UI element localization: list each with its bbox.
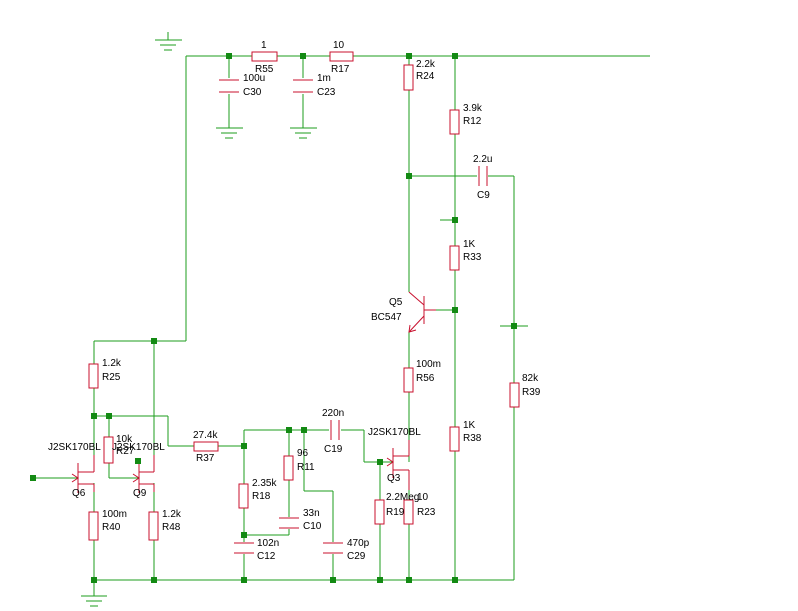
- r27-value: 10k: [116, 434, 133, 445]
- c12-id: C12: [257, 551, 276, 562]
- r56-id: R56: [416, 373, 435, 384]
- r24-id: R24: [416, 71, 435, 82]
- c30-id: C30: [243, 87, 262, 98]
- r37-value: 27.4k: [193, 430, 218, 441]
- q6-model: J2SK170BL: [48, 442, 101, 453]
- r12-id: R12: [463, 116, 482, 127]
- capacitor-c29: [323, 542, 343, 554]
- resistor-r12: [449, 109, 460, 135]
- resistor-r17: [329, 51, 354, 62]
- c23-value: 1m: [317, 73, 331, 84]
- r24-value: 2.2k: [416, 59, 436, 70]
- r48-value: 1.2k: [162, 509, 182, 520]
- r39-id: R39: [522, 387, 541, 398]
- resistors: [88, 51, 520, 541]
- resistor-r24: [403, 64, 414, 91]
- r25-id: R25: [102, 372, 121, 383]
- c10-value: 33n: [303, 508, 320, 519]
- resistor-r55: [251, 51, 278, 62]
- resistor-r33: [449, 245, 460, 271]
- resistor-r37: [193, 441, 219, 452]
- r18-id: R18: [252, 491, 271, 502]
- r40-id: R40: [102, 522, 121, 533]
- q5-model: BC547: [371, 312, 402, 323]
- resistor-r19: [374, 499, 385, 525]
- r23-value: 10: [417, 492, 429, 503]
- r18-value: 2.35k: [252, 478, 277, 489]
- r38-value: 1K: [463, 420, 476, 431]
- resistor-r48: [148, 511, 159, 541]
- r25-value: 1.2k: [102, 358, 122, 369]
- capacitor-c12: [234, 542, 254, 554]
- r19-id: R19: [386, 507, 405, 518]
- transistors: [71, 291, 436, 493]
- ground-symbols: [81, 39, 317, 607]
- transistor-q9: [132, 455, 155, 493]
- resistor-r38: [449, 426, 460, 452]
- c9-value: 2.2u: [473, 154, 492, 165]
- r19-value: 2.2Meg: [386, 492, 419, 503]
- transistor-q6: [71, 455, 95, 493]
- c9-id: C9: [477, 190, 490, 201]
- capacitor-c23: [293, 79, 313, 93]
- r23-id: R23: [417, 507, 436, 518]
- r33-id: R33: [463, 252, 482, 263]
- c29-value: 470p: [347, 538, 370, 549]
- component-labels: 1 R55 10 R17 2.2k R24 3.9k R12 1K R33 10…: [48, 40, 541, 562]
- r11-value: 96: [297, 448, 309, 459]
- r27-id: R27: [116, 446, 135, 457]
- ground-icon: [155, 39, 182, 51]
- q6-id: Q6: [72, 488, 86, 499]
- c10-id: C10: [303, 521, 322, 532]
- ground-icon: [290, 127, 317, 139]
- r38-id: R38: [463, 433, 482, 444]
- q9-id: Q9: [133, 488, 147, 499]
- capacitors: [219, 79, 488, 554]
- r55-value: 1: [261, 40, 267, 51]
- resistor-r27: [103, 436, 114, 464]
- c29-id: C29: [347, 551, 366, 562]
- r39-value: 82k: [522, 373, 539, 384]
- r48-id: R48: [162, 522, 181, 533]
- r12-value: 3.9k: [463, 103, 483, 114]
- resistor-r18: [238, 483, 249, 509]
- ground-icon: [81, 595, 107, 607]
- r11-id: R11: [297, 462, 315, 473]
- c12-value: 102n: [257, 538, 279, 549]
- junction-nodes: [30, 53, 517, 583]
- c30-value: 100u: [243, 73, 265, 84]
- r17-id: R17: [331, 64, 350, 75]
- q5-id: Q5: [389, 297, 403, 308]
- r37-id: R37: [196, 453, 215, 464]
- q3-id: Q3: [387, 473, 401, 484]
- transistor-q3: [386, 440, 410, 490]
- capacitor-c30: [219, 79, 239, 93]
- r55-id: R55: [255, 64, 274, 75]
- resistor-r40: [88, 511, 99, 541]
- transistor-q5: [408, 291, 436, 333]
- capacitor-c9: [478, 166, 488, 186]
- r40-value: 100m: [102, 509, 127, 520]
- c23-id: C23: [317, 87, 336, 98]
- q9-model: J2SK170BL: [112, 442, 165, 453]
- c19-id: C19: [324, 444, 343, 455]
- c19-value: 220n: [322, 408, 344, 419]
- resistor-r25: [88, 363, 99, 389]
- capacitor-c10: [279, 517, 299, 529]
- r33-value: 1K: [463, 239, 476, 250]
- capacitor-c19: [330, 420, 340, 440]
- resistor-r23: [403, 499, 414, 525]
- resistor-r56: [403, 367, 414, 393]
- r56-value: 100m: [416, 359, 441, 370]
- resistor-r39: [509, 382, 520, 408]
- resistor-r11: [283, 455, 294, 481]
- r17-value: 10: [333, 40, 345, 51]
- ground-icon: [216, 127, 243, 139]
- q3-model: J2SK170BL: [368, 427, 421, 438]
